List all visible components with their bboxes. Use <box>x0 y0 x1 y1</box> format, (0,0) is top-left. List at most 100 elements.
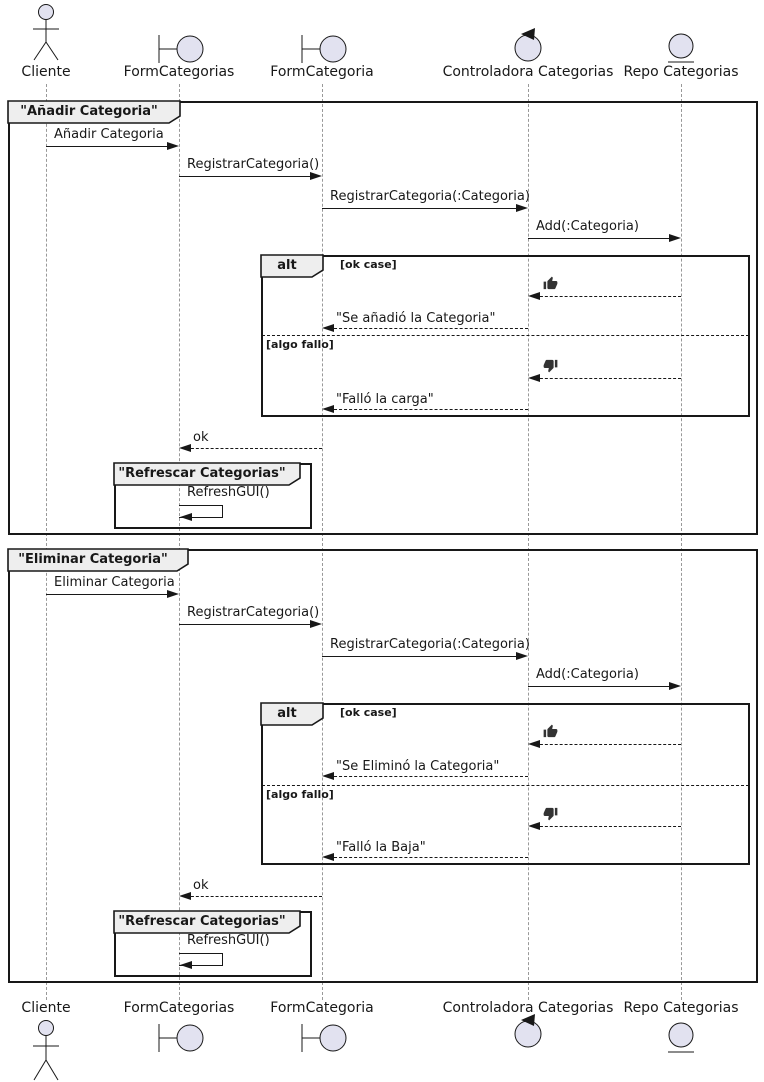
message-arrow <box>46 594 174 595</box>
arrowhead-left <box>528 292 540 300</box>
entity-icon <box>668 33 694 63</box>
guard-ok-case: [ok case] <box>340 258 397 271</box>
message-label: Add(:Categoria) <box>536 219 639 234</box>
arrowhead-right <box>167 590 179 598</box>
arrowhead-left <box>322 324 334 332</box>
message-label: Eliminar Categoria <box>54 575 175 590</box>
return-label: "Se Eliminó la Categoria" <box>336 759 500 774</box>
self-message-label: RefreshGUI() <box>187 933 270 948</box>
self-message-arrow <box>179 505 223 518</box>
message-arrow <box>528 238 676 239</box>
alt-tab <box>260 702 324 726</box>
frame-anadir-categoria <box>8 101 758 535</box>
participant-label-controladora: Controladora Categorias <box>442 64 614 80</box>
participant-label-form-categorias: FormCategorias <box>123 64 235 80</box>
participant-label-form-categoria: FormCategoria <box>270 64 374 80</box>
message-label: RegistrarCategoria(:Categoria) <box>330 189 530 204</box>
return-arrow <box>535 826 681 827</box>
alt-divider <box>262 785 749 786</box>
message-arrow <box>322 208 523 209</box>
boundary-icon <box>158 35 204 63</box>
return-arrow <box>329 776 528 777</box>
arrowhead-left <box>322 405 334 413</box>
thumbs-down-icon <box>543 807 558 821</box>
arrowhead-left <box>180 513 192 521</box>
frame-anadir-title: "Añadir Categoria" <box>20 104 158 119</box>
return-arrow <box>535 378 681 379</box>
thumbs-down-icon <box>543 359 558 373</box>
guard-algo-fallo: [algo fallo] <box>266 788 334 801</box>
return-arrow <box>535 744 681 745</box>
lifeline-repo-categorias <box>681 84 682 1000</box>
arrowhead-left <box>528 374 540 382</box>
frame-eliminar-tab <box>7 548 189 572</box>
frame-refrescar-title: "Refrescar Categorias" <box>118 466 286 481</box>
lifeline-form-categoria <box>322 84 323 1000</box>
lifeline-cliente <box>46 84 47 1000</box>
alt-label: alt <box>277 258 297 273</box>
message-arrow <box>179 624 317 625</box>
alt-fragment <box>261 255 750 417</box>
return-label: "Se añadió la Categoria" <box>336 311 496 326</box>
frame-anadir-tab <box>7 100 181 124</box>
frame-refrescar-title: "Refrescar Categorias" <box>118 914 286 929</box>
return-arrow <box>329 857 528 858</box>
arrowhead-right <box>310 620 322 628</box>
arrowhead-left <box>528 740 540 748</box>
message-arrow <box>528 686 676 687</box>
boundary-icon <box>301 1024 347 1052</box>
boundary-icon <box>158 1024 204 1052</box>
return-label: "Falló la carga" <box>336 392 434 407</box>
frame-refrescar-tab <box>113 462 301 486</box>
arrowhead-right <box>669 682 681 690</box>
return-arrow <box>329 328 528 329</box>
return-arrow <box>186 448 322 449</box>
alt-tab <box>260 254 324 278</box>
lifeline-form-categorias <box>179 84 180 1000</box>
arrowhead-left <box>179 444 191 452</box>
participant-label-controladora: Controladora Categorias <box>442 1000 614 1016</box>
return-label: ok <box>193 430 209 445</box>
arrowhead-right <box>310 172 322 180</box>
arrowhead-right <box>669 234 681 242</box>
actor-icon <box>33 1020 59 1081</box>
participant-label-form-categorias: FormCategorias <box>123 1000 235 1016</box>
guard-ok-case: [ok case] <box>340 706 397 719</box>
self-message-label: RefreshGUI() <box>187 485 270 500</box>
control-icon <box>514 1014 542 1048</box>
frame-eliminar-categoria <box>8 549 758 983</box>
return-arrow <box>186 896 322 897</box>
message-label: RegistrarCategoria(:Categoria) <box>330 637 530 652</box>
self-message-arrow <box>179 953 223 966</box>
thumbs-up-icon <box>543 276 558 290</box>
message-label: RegistrarCategoria() <box>187 605 320 620</box>
participant-label-repo: Repo Categorias <box>623 1000 739 1016</box>
arrowhead-left <box>179 892 191 900</box>
arrowhead-right <box>167 142 179 150</box>
return-label: ok <box>193 878 209 893</box>
frame-refrescar-tab <box>113 910 301 934</box>
message-label: Añadir Categoria <box>54 127 164 142</box>
participant-label-form-categoria: FormCategoria <box>270 1000 374 1016</box>
participant-label-cliente: Cliente <box>21 64 71 80</box>
arrowhead-right <box>516 652 528 660</box>
message-arrow <box>46 146 174 147</box>
arrowhead-right <box>516 204 528 212</box>
entity-icon <box>668 1022 694 1053</box>
actor-icon <box>33 4 59 61</box>
arrowhead-left <box>322 772 334 780</box>
arrowhead-left <box>322 853 334 861</box>
message-arrow <box>322 656 523 657</box>
message-label: RegistrarCategoria() <box>187 157 320 172</box>
boundary-icon <box>301 35 347 63</box>
participant-label-cliente: Cliente <box>21 1000 71 1016</box>
alt-divider <box>262 335 749 336</box>
arrowhead-left <box>180 961 192 969</box>
return-arrow <box>329 409 528 410</box>
alt-label: alt <box>277 706 297 721</box>
return-arrow <box>535 296 681 297</box>
lifeline-controladora-categorias <box>528 84 529 1000</box>
frame-eliminar-title: "Eliminar Categoria" <box>18 552 168 567</box>
return-label: "Falló la Baja" <box>336 840 426 855</box>
